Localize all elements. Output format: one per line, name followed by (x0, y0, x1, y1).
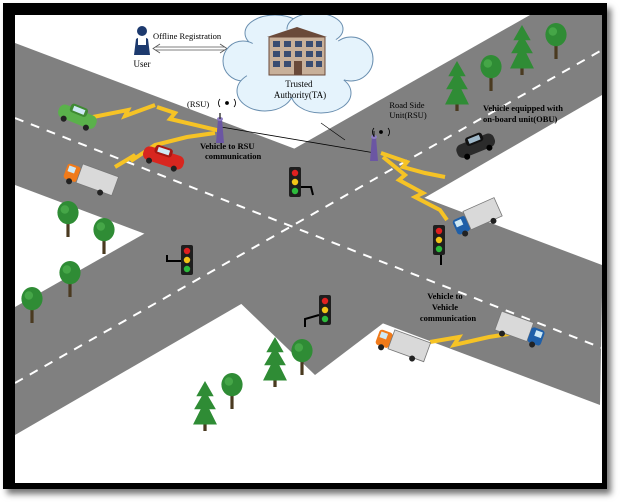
building-icon (267, 27, 327, 76)
rsu-link-line (220, 126, 376, 154)
double-arrow-icon (152, 43, 228, 54)
intersection (175, 145, 460, 375)
traffic-light-icon (304, 295, 331, 327)
vanet-diagram: User Offline Registration (15, 15, 602, 483)
v2v-label: Vehicle to Vehicle communication (420, 291, 476, 323)
offline-registration-label: Offline Registration (153, 31, 222, 41)
rsu-right-label: Road Side Unit(RSU) (389, 100, 426, 120)
v2r-label: Vehicle to RSU communication (200, 141, 261, 161)
orange-truck-icon (63, 163, 120, 197)
red-car-icon (142, 144, 185, 172)
traffic-light-icon (166, 245, 193, 275)
signal-icon (218, 98, 390, 137)
lane-marking-sw-ne (15, 49, 602, 384)
ta-label: Trusted Authority(TA) (274, 79, 326, 100)
orange-truck-icon (375, 329, 432, 363)
image-frame: User Offline Registration (3, 3, 607, 489)
ta-link-line (320, 122, 346, 141)
user-label: User (134, 59, 151, 69)
rsu-left-label: (RSU) (187, 99, 209, 109)
blue-truck-icon (452, 197, 503, 237)
black-car-icon (456, 132, 496, 160)
v2r-lightning-links (92, 103, 516, 349)
blue-truck-icon (494, 310, 545, 348)
user-icon (134, 26, 150, 55)
lane-marking-nw-se (15, 117, 602, 349)
traffic-light-icon (433, 225, 445, 265)
obu-label: Vehicle equipped with on-board unit(OBU) (483, 103, 565, 124)
green-car-icon (58, 103, 97, 131)
traffic-light-icon (289, 167, 314, 197)
